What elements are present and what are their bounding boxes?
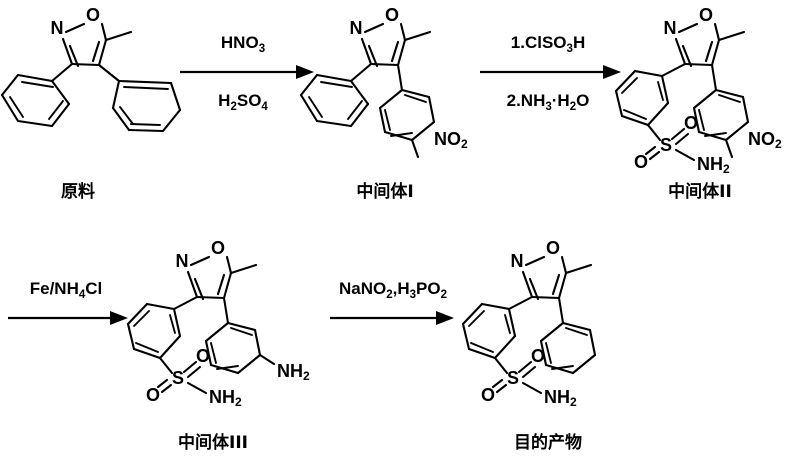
- phenyl-left: [0, 62, 74, 128]
- structure-intermediate-3: O N S O O NH2 NH2 中间体III: [126, 238, 310, 453]
- substituent-amine: NH2: [277, 361, 310, 383]
- reagent-step4-above: NaNO2,H3PO2: [339, 279, 447, 301]
- sulfonamide-nh2: NH2: [697, 154, 730, 176]
- reaction-arrow-2: 1.ClSO3H 2.NH3·H2O: [480, 33, 621, 113]
- sulfamoylphenyl-left: [126, 295, 199, 375]
- isoxazole-ring: [360, 22, 432, 68]
- phenyl-left: [299, 62, 373, 128]
- atom-label-sulfur: S: [660, 135, 672, 155]
- sulfonyl-oxygen-lower: O: [481, 385, 495, 405]
- reaction-arrow-4: NaNO2,H3PO2: [330, 279, 454, 325]
- atom-label-nitrogen: N: [511, 251, 524, 271]
- caption-intermediate-3: 中间体III: [178, 432, 248, 453]
- phenyl-right: [97, 63, 182, 133]
- atom-label-nitrogen: N: [51, 18, 64, 38]
- sulfonyl-oxygen-upper: O: [684, 113, 698, 133]
- caption-starting-material: 原料: [61, 181, 95, 202]
- nitrophenyl-right: [378, 63, 436, 159]
- isoxazole-ring: [186, 255, 258, 301]
- sulfonyl-oxygen-lower: O: [146, 385, 160, 405]
- sulfonamide-nh2: NH2: [209, 387, 242, 409]
- atom-label-sulfur: S: [507, 368, 519, 388]
- reagent-step2-below: 2.NH3·H2O: [507, 91, 590, 113]
- structure-starting-material: O N 原料: [0, 5, 182, 202]
- sulfonyl-oxygen-upper: O: [196, 346, 210, 366]
- substituent-nitro: NO2: [748, 129, 782, 151]
- caption-intermediate-1: 中间体I: [356, 181, 413, 202]
- reagent-step1-below: H2SO4: [218, 91, 268, 113]
- sulfonyl-oxygen-lower: O: [634, 152, 648, 172]
- nitrophenyl-right: [692, 63, 750, 159]
- sulfonamide-group: [491, 360, 543, 395]
- atom-label-nitrogen: N: [664, 18, 677, 38]
- phenyl-right: [539, 296, 597, 375]
- atom-label-nitrogen: N: [176, 251, 189, 271]
- structure-intermediate-2: O N S O O NH2 NO2 中间体II: [614, 5, 782, 202]
- reaction-arrow-3: Fe/NH4Cl: [8, 279, 128, 325]
- reagent-step1-above: HNO3: [221, 33, 265, 55]
- isoxazole-ring: [521, 255, 593, 301]
- structure-intermediate-1: O N NO2 中间体I: [299, 5, 468, 202]
- atom-label-oxygen: O: [385, 5, 399, 25]
- isoxazole-ring: [61, 22, 133, 68]
- sulfonamide-group: [156, 360, 208, 395]
- atom-label-oxygen: O: [211, 238, 225, 258]
- caption-target-product: 目的产物: [514, 432, 582, 453]
- atom-label-nitrogen: N: [350, 18, 363, 38]
- sulfamoylphenyl-left: [614, 62, 687, 142]
- atom-label-oxygen: O: [699, 5, 713, 25]
- reagent-step2-above: 1.ClSO3H: [511, 33, 585, 55]
- sulfonamide-nh2: NH2: [544, 387, 577, 409]
- substituent-nitro: NO2: [434, 129, 468, 151]
- aminophenyl-right: [204, 296, 276, 375]
- atom-label-oxygen: O: [86, 5, 100, 25]
- atom-label-sulfur: S: [172, 368, 184, 388]
- isoxazole-ring: [674, 22, 746, 68]
- sulfonamide-group: [644, 127, 696, 162]
- reaction-arrow-1: HNO3 H2SO4: [180, 33, 314, 113]
- structure-target-product: O N S O O NH2 目的产物: [461, 238, 597, 453]
- atom-label-oxygen: O: [546, 238, 560, 258]
- reagent-step3-above: Fe/NH4Cl: [30, 279, 103, 301]
- sulfonyl-oxygen-upper: O: [531, 346, 545, 366]
- sulfamoylphenyl-left: [461, 295, 534, 375]
- caption-intermediate-2: 中间体II: [668, 181, 732, 202]
